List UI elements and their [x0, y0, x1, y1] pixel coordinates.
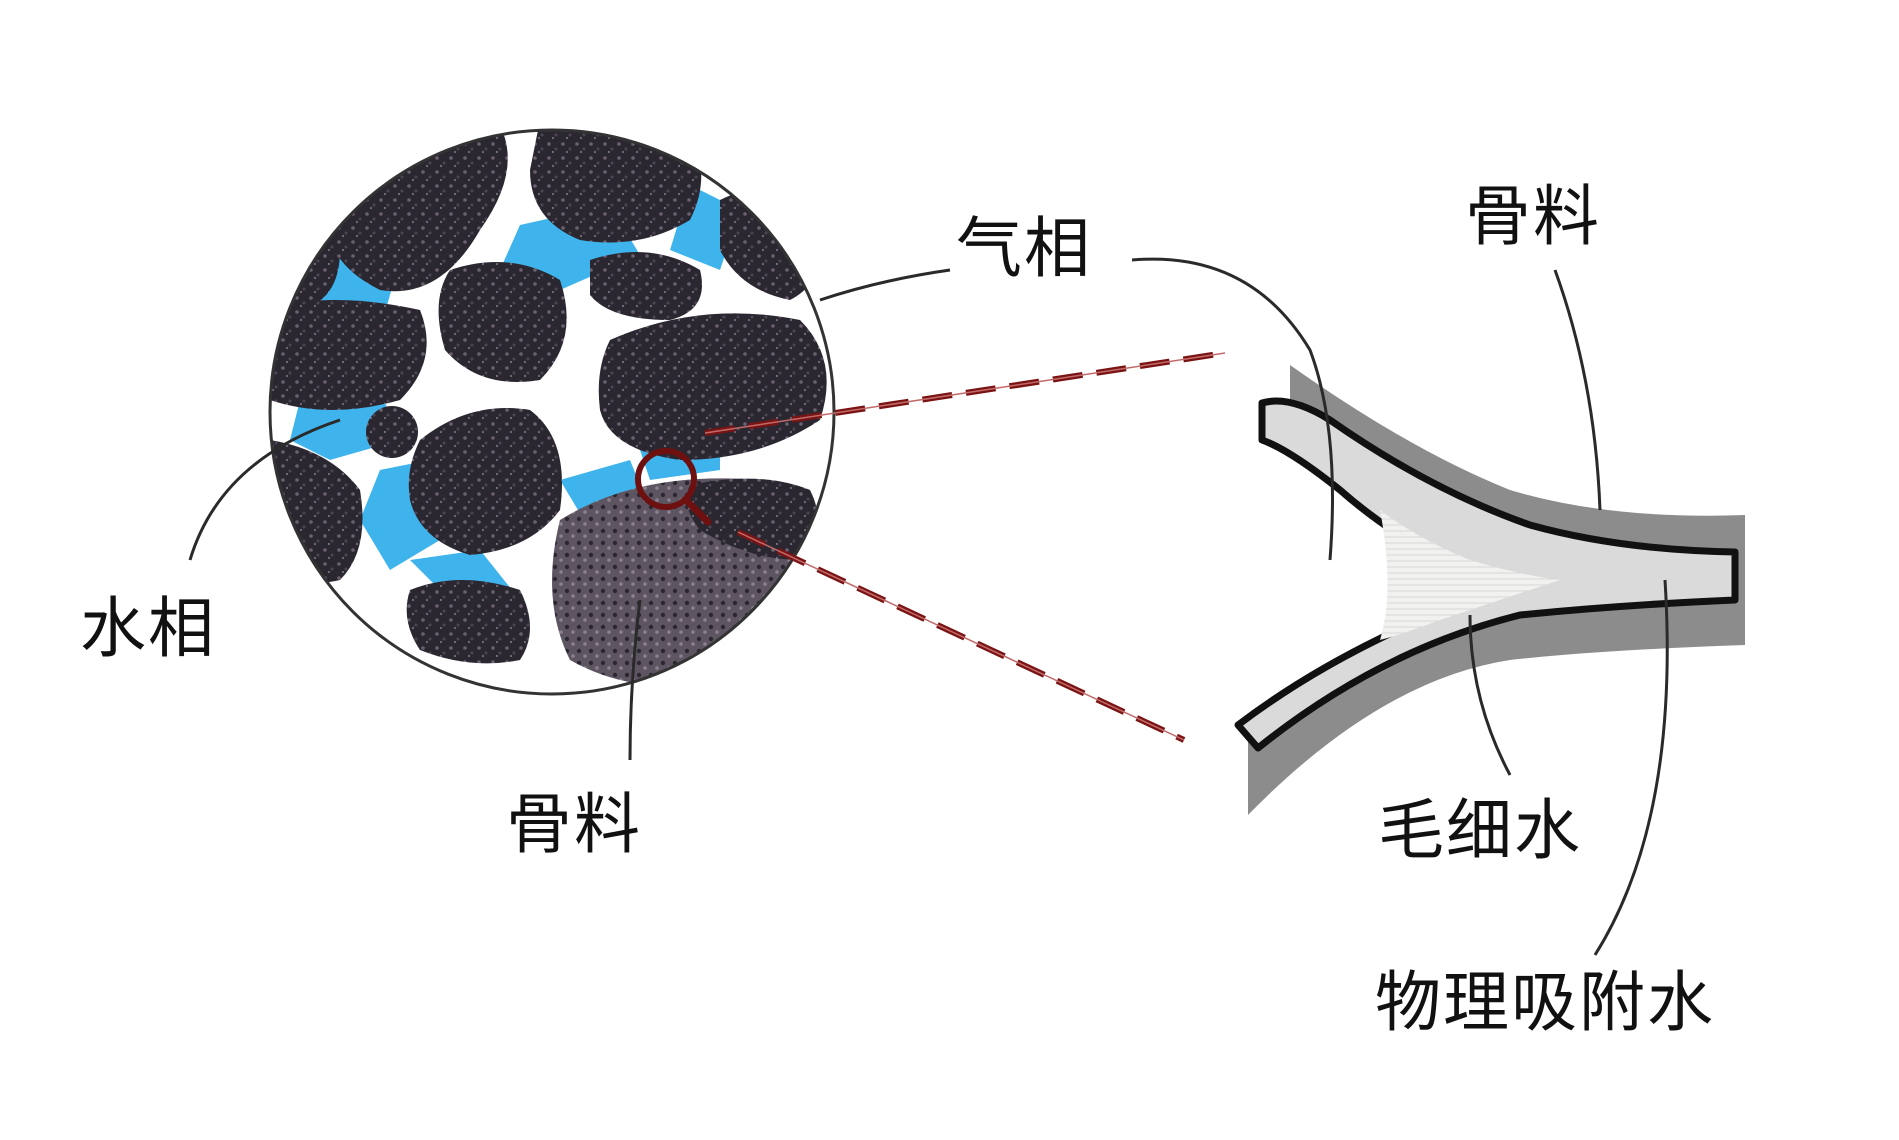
leader-adsorbed: [1593, 579, 1669, 956]
leader-gas-right: [1131, 257, 1334, 561]
leader-aggregate-right: [1553, 269, 1602, 511]
zoom-marker: [635, 448, 712, 526]
aggregate-label-right: 骨料: [1465, 178, 1601, 255]
pore-detail: [1234, 365, 1745, 815]
capillary-water: [1380, 510, 1560, 640]
aggregate-label-left: 骨料: [506, 786, 642, 863]
leader-gas-left: [819, 268, 951, 302]
micro-structure-circle: [270, 130, 834, 694]
leader-lines: [188, 257, 1669, 956]
gas-phase-label: 气相: [956, 210, 1092, 287]
leader-aggregate-left: [628, 599, 642, 761]
zoom-lines-thin: [704, 352, 1226, 741]
leader-water-phase: [188, 418, 341, 561]
leader-capillary: [1468, 614, 1512, 776]
adsorbed-water-label: 物理吸附水: [1375, 964, 1715, 1041]
micro-circle-border: [268, 128, 836, 696]
capillary-water-label: 毛细水: [1378, 792, 1582, 869]
water-phase-label: 水相: [80, 590, 216, 667]
